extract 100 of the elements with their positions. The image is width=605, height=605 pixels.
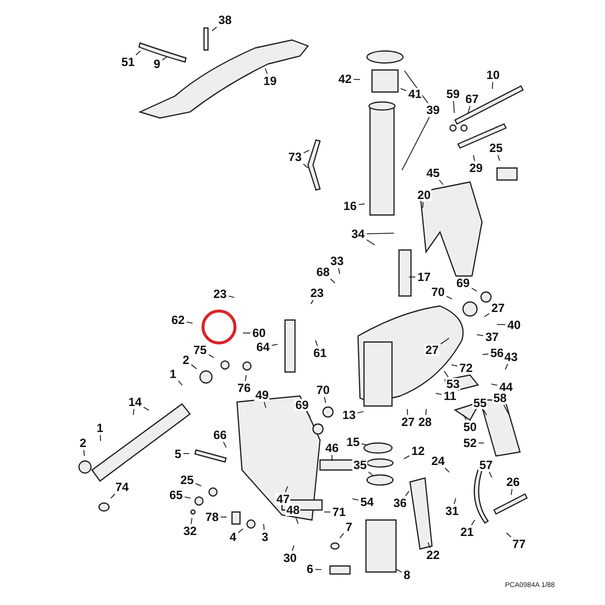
leader-line	[408, 276, 416, 278]
leader-line	[338, 268, 340, 274]
callout-number: 34	[350, 228, 366, 240]
callout-number: 25	[179, 474, 195, 486]
leader-line	[184, 496, 191, 499]
leader-line	[263, 524, 265, 530]
leader-line	[404, 490, 410, 496]
callout-number: 24	[430, 455, 446, 467]
callout-number: 7	[344, 521, 354, 533]
leader-line	[422, 202, 424, 208]
callout-number: 60	[251, 327, 267, 339]
leader-line	[310, 300, 314, 304]
leader-line	[492, 82, 494, 90]
callout-number: 14	[127, 396, 143, 408]
leader-line	[264, 402, 266, 408]
callout-number: 55	[472, 397, 488, 409]
leader-line	[478, 442, 484, 444]
callout-number: 69	[294, 399, 310, 411]
callout-number: 61	[312, 347, 328, 359]
callout-number: 25	[488, 142, 504, 154]
leader-line	[242, 332, 251, 334]
callout-number: 52	[462, 437, 478, 449]
leader-line	[190, 364, 198, 370]
callout-number: 16	[342, 200, 358, 212]
callout-number: 75	[192, 344, 208, 356]
callout-number: 11	[442, 390, 458, 402]
callout-number: 4	[228, 531, 238, 543]
leader-line	[162, 56, 168, 61]
leader-line	[208, 354, 214, 358]
leader-line	[302, 164, 308, 168]
callout-number: 30	[282, 552, 298, 564]
callout-number: 67	[464, 93, 480, 105]
callout-number: 58	[492, 392, 508, 404]
callout-number: 15	[345, 436, 361, 448]
leader-line	[483, 410, 488, 416]
callout-number: 66	[212, 429, 228, 441]
callout-number: 56	[489, 347, 505, 359]
callout-number: 54	[359, 496, 375, 508]
callout-number: 44	[498, 381, 514, 393]
callout-number: 53	[445, 378, 461, 390]
callout-number: 64	[255, 341, 271, 353]
callout-number: 39	[425, 104, 441, 116]
leader-line	[496, 324, 506, 326]
leader-line	[400, 88, 407, 92]
leader-line	[438, 180, 444, 185]
callout-number: 1	[168, 368, 178, 380]
callout-number: 47	[275, 493, 291, 505]
callout-number: 33	[329, 255, 345, 267]
leader-line	[212, 26, 218, 32]
leader-line	[83, 450, 85, 456]
leader-line	[186, 321, 193, 324]
leader-line	[472, 154, 476, 162]
leader-line	[504, 364, 508, 370]
callout-number: 9	[152, 58, 162, 70]
leader-line	[135, 50, 141, 56]
leader-line	[110, 494, 116, 499]
callout-number: 27	[424, 344, 440, 356]
callout-number: 35	[352, 459, 368, 471]
leader-line	[444, 468, 450, 473]
callout-number: 10	[485, 69, 501, 81]
callout-number: 21	[459, 526, 475, 538]
leader-line	[292, 544, 294, 552]
leader-line	[510, 488, 512, 496]
callout-number: 77	[511, 538, 527, 550]
callout-number: 31	[444, 505, 460, 517]
leader-line	[182, 452, 190, 454]
leader-line	[471, 520, 476, 526]
callout-number: 45	[425, 167, 441, 179]
leader-line	[454, 498, 456, 504]
leader-line	[324, 396, 326, 404]
callout-number: 40	[506, 319, 522, 331]
callout-number: 5	[174, 448, 182, 460]
callout-number: 46	[324, 442, 340, 454]
leader-line	[339, 532, 344, 538]
callout-number: 2	[78, 437, 88, 449]
callout-number: 65	[168, 489, 184, 501]
callout-number: 13	[341, 409, 357, 421]
leader-line	[285, 486, 288, 492]
leader-line	[238, 528, 244, 534]
leader-line	[368, 472, 374, 476]
leader-line	[425, 408, 427, 416]
leader-line	[306, 412, 311, 418]
leader-line	[220, 516, 228, 518]
callout-number: 74	[114, 481, 130, 493]
callout-number: 50	[462, 421, 478, 433]
callout-number: 3	[260, 531, 270, 543]
callout-number: 51	[120, 56, 136, 68]
leader-line	[132, 408, 134, 416]
leader-line	[195, 483, 202, 486]
leader-line	[228, 296, 235, 298]
callout-number: 70	[315, 384, 331, 396]
callout-number: 23	[212, 288, 228, 300]
callout-number: 59	[445, 88, 461, 100]
callout-number: 1	[96, 422, 104, 434]
leader-line	[303, 150, 310, 154]
callout-number: 37	[484, 331, 500, 343]
callout-number: 70	[430, 286, 446, 298]
callout-number: 49	[254, 389, 270, 401]
callout-number: 36	[392, 497, 408, 509]
leader-line	[404, 455, 410, 460]
